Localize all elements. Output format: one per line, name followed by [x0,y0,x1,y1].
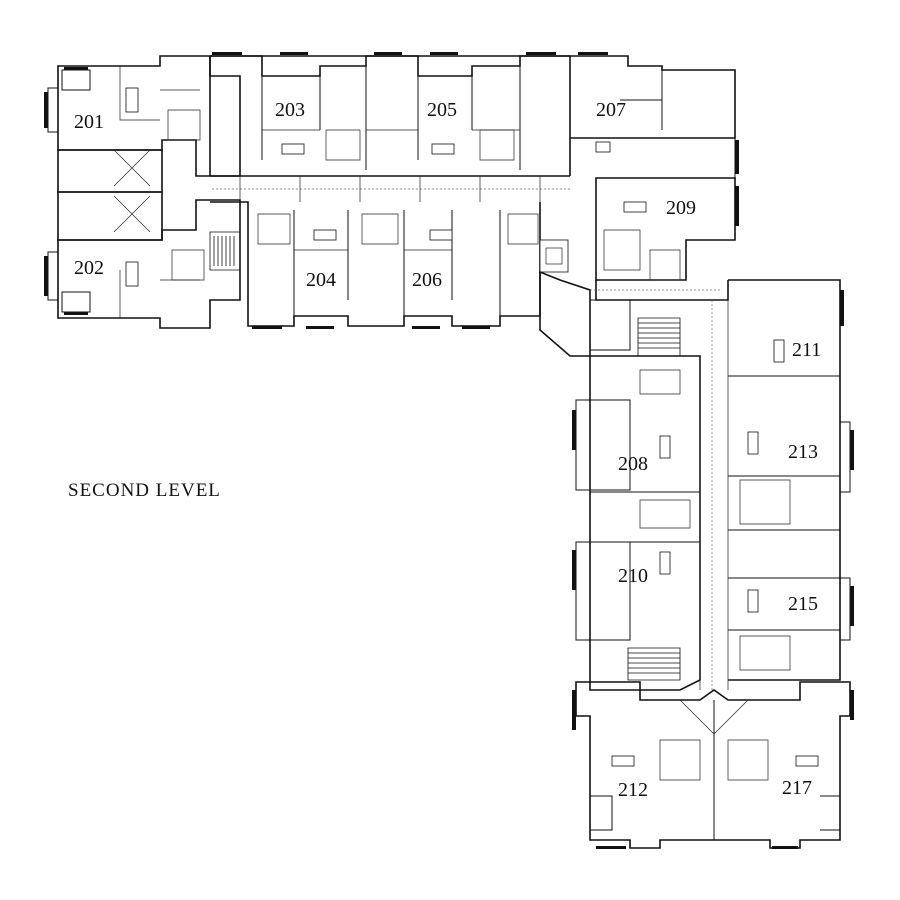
south-end [572,681,854,849]
unit-label-204: 204 [306,269,336,291]
unit-label-205: 205 [427,99,457,121]
corner-link [539,270,729,357]
north-wing [209,52,571,329]
unit-labels: 201 202 203 204 205 206 207 209 211 208 … [74,99,821,801]
east-wing [572,279,854,691]
unit-label-212: 212 [618,779,648,801]
west-wing [44,55,241,329]
unit-label-210: 210 [618,565,648,587]
unit-label-209: 209 [666,197,696,219]
unit-label-213: 213 [788,441,818,463]
unit-label-203: 203 [275,99,305,121]
northeast-corner [570,52,739,281]
unit-label-215: 215 [788,593,818,615]
unit-label-202: 202 [74,257,104,279]
unit-label-217: 217 [782,777,812,799]
unit-label-208: 208 [618,453,648,475]
unit-label-211: 211 [792,339,821,361]
unit-label-201: 201 [74,111,104,133]
unit-label-206: 206 [412,269,442,291]
unit-label-207: 207 [596,99,626,121]
level-title: SECOND LEVEL [68,480,221,501]
